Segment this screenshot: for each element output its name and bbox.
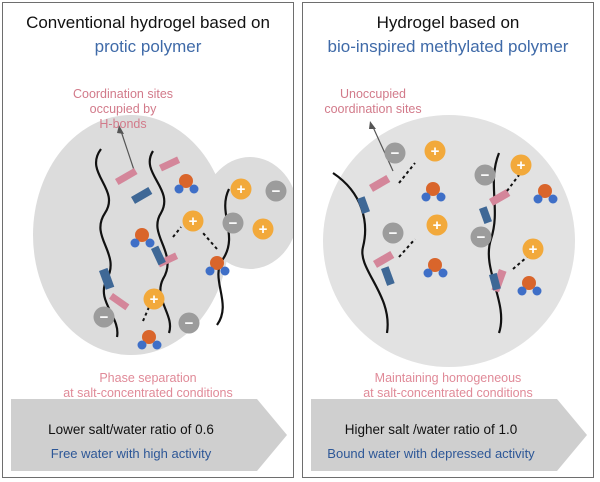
annotation-pointer	[372, 126, 394, 172]
right-annotation: Unoccupied coordination sites	[303, 87, 443, 117]
anion-icon: −	[382, 222, 404, 244]
methylated-hydrogel-panel: Hydrogel based on bio-inspired methylate…	[302, 2, 594, 478]
unoccupied-site	[479, 189, 511, 225]
svg-text:+: +	[517, 157, 526, 174]
left-bottom-note: Phase separation at salt-concentrated co…	[23, 371, 273, 401]
banner-arrow-shape	[11, 399, 287, 471]
svg-text:−: −	[391, 145, 400, 162]
polymer-chain	[216, 188, 231, 326]
water-molecule-icon	[421, 182, 446, 202]
anion-icon: −	[93, 306, 115, 328]
left-title-line2: protic polymer	[94, 37, 202, 56]
occupied-site	[158, 156, 181, 172]
svg-text:−: −	[389, 225, 398, 242]
water-molecule-icon	[137, 330, 162, 350]
occupied-site	[99, 267, 130, 311]
svg-text:−: −	[481, 167, 490, 184]
svg-text:+: +	[259, 221, 268, 238]
polymer-chain	[332, 172, 389, 334]
anion-icon: −	[384, 142, 406, 164]
occupied-site	[150, 245, 179, 268]
water-molecule-icon	[517, 276, 542, 296]
left-title-line1: Conventional hydrogel based on	[26, 13, 270, 32]
note-line: at salt-concentrated conditions	[363, 386, 533, 400]
cation-icon: +	[230, 178, 252, 200]
right-summary-banner: Higher salt /water ratio of 1.0 Bound wa…	[311, 399, 587, 471]
anion-icon: −	[470, 226, 492, 248]
svg-text:−: −	[100, 309, 109, 326]
anion-icon: −	[265, 180, 287, 202]
right-banner-ratio: Higher salt /water ratio of 1.0	[344, 422, 518, 437]
annotation-line: H-bonds	[99, 117, 147, 131]
unoccupied-site	[373, 251, 395, 286]
right-title-line1: Hydrogel based on	[376, 13, 520, 32]
cation-icon: +	[424, 140, 446, 162]
left-banner-water: Free water with high activity	[50, 446, 212, 461]
water-molecule-icon	[130, 228, 155, 248]
left-annotation: Coordination sites occupied by H-bonds	[63, 87, 183, 132]
note-line: at salt-concentrated conditions	[63, 386, 233, 400]
svg-text:−: −	[185, 315, 194, 332]
anion-icon: −	[222, 212, 244, 234]
unoccupied-site	[489, 269, 507, 293]
svg-text:+: +	[150, 291, 159, 308]
methylated-hydrogel-scene	[323, 115, 575, 367]
right-title-line2: bio-inspired methylated polymer	[327, 37, 569, 56]
cation-icon: +	[510, 154, 532, 176]
annotation-line: Coordination sites	[72, 87, 174, 101]
unoccupied-site	[357, 174, 391, 215]
annotation-line: occupied by	[89, 102, 157, 116]
cation-icon: +	[252, 218, 274, 240]
svg-text:−: −	[229, 215, 238, 232]
cation-icon: +	[182, 210, 204, 232]
polymer-chain	[148, 150, 172, 334]
svg-text:+: +	[189, 213, 198, 230]
svg-text:+: +	[237, 181, 246, 198]
water-molecule-icon	[533, 184, 558, 204]
water-molecule-icon	[205, 256, 230, 276]
anion-icon: −	[178, 312, 200, 334]
polymer-gel-blob	[33, 115, 229, 355]
cation-icon: +	[426, 214, 448, 236]
annotation-line: coordination sites	[324, 102, 422, 116]
note-line: Maintaining homogeneous	[374, 371, 522, 385]
svg-text:+: +	[431, 143, 440, 160]
water-molecule-icon	[423, 258, 448, 278]
protic-ions: + − − + + + − −	[93, 178, 287, 334]
methylated-ions: − + + − − + − +	[382, 140, 544, 260]
note-line: Phase separation	[99, 371, 197, 385]
left-summary-banner: Lower salt/water ratio of 0.6 Free water…	[11, 399, 287, 471]
svg-text:−: −	[477, 229, 486, 246]
svg-text:−: −	[272, 183, 281, 200]
polymer-chain	[94, 148, 119, 338]
svg-text:+: +	[529, 241, 538, 258]
water-molecule-icon	[174, 174, 199, 194]
annotation-line: Unoccupied	[339, 87, 406, 101]
cation-icon: +	[143, 288, 165, 310]
svg-text:+: +	[433, 217, 442, 234]
protic-hydrogel-panel: Conventional hydrogel based on protic po…	[2, 2, 294, 478]
right-bottom-note: Maintaining homogeneous at salt-concentr…	[323, 371, 573, 401]
anion-icon: −	[474, 164, 496, 186]
annotation-pointer	[120, 130, 136, 174]
banner-arrow-shape	[311, 399, 587, 471]
cation-icon: +	[522, 238, 544, 260]
right-banner-water: Bound water with depressed activity	[327, 446, 535, 461]
occupied-site	[115, 168, 153, 204]
protic-hydrogel-scene	[33, 115, 293, 355]
left-banner-ratio: Lower salt/water ratio of 0.6	[48, 422, 214, 437]
